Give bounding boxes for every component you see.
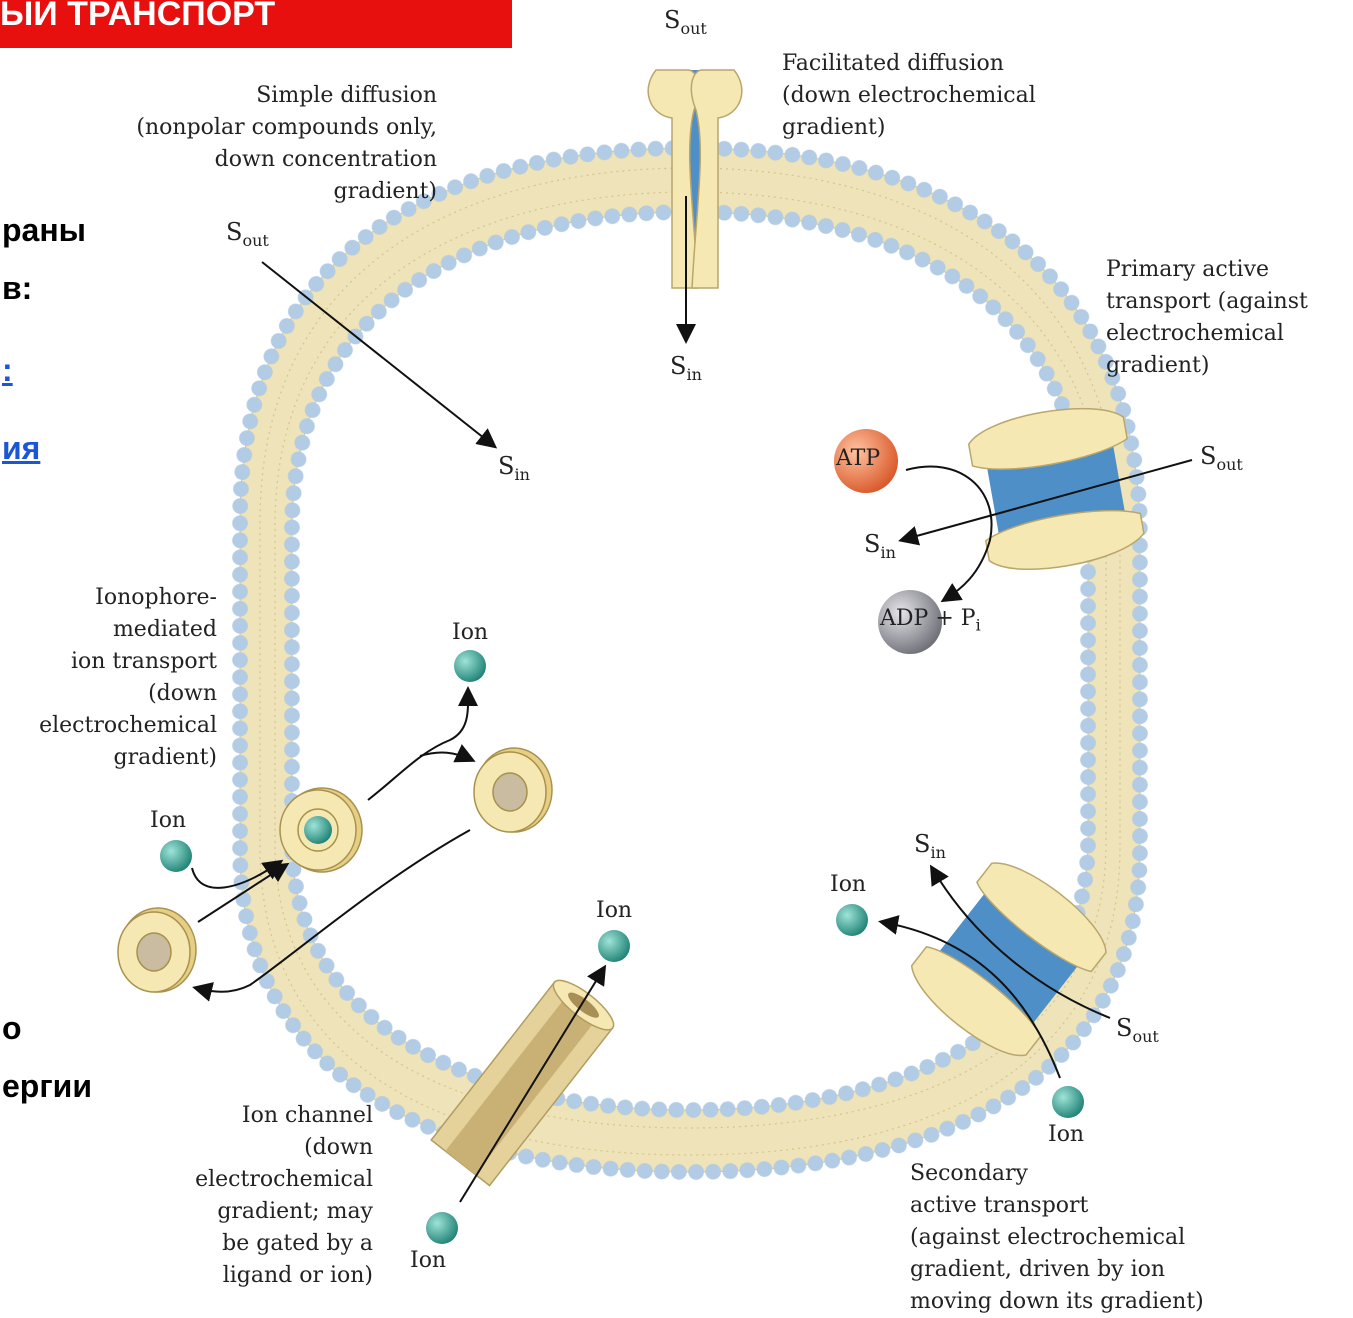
ion-icon [160, 840, 192, 872]
ion-label: Ion [1048, 1122, 1084, 1147]
simple-s-out: Sout [226, 218, 269, 250]
primary-s-out: Sout [1200, 442, 1243, 474]
ion-label: Ion [830, 872, 866, 897]
ionophore-empty-outside-icon [118, 908, 196, 992]
facilitated-diffusion-label: Facilitated diffusion(down electrochemic… [782, 48, 1036, 144]
ion-icon [598, 930, 630, 962]
primary-s-in: Sin [864, 530, 896, 562]
ion-label: Ion [410, 1248, 446, 1273]
secondary-s-out: Sout [1116, 1014, 1159, 1046]
facilitated-s-out: Sout [664, 6, 707, 38]
simple-s-in: Sin [498, 452, 530, 484]
adp-label: ADP + Pi [880, 606, 981, 634]
ionophore-release-arrow [368, 690, 468, 800]
ion-icon [426, 1212, 458, 1244]
ion-in-ionophore-icon [304, 816, 332, 844]
facilitated-s-in: Sin [670, 352, 702, 384]
ion-label: Ion [452, 620, 488, 645]
ion-label: Ion [596, 898, 632, 923]
ionophore-branch-arrow [420, 753, 472, 760]
ion-icon [836, 904, 868, 936]
ionophore-label: Ionophore-mediated ion transport(down el… [39, 582, 217, 774]
ion-icon [1052, 1086, 1084, 1118]
ion-icon [454, 650, 486, 682]
atp-label: ATP [836, 446, 880, 471]
simple-diffusion-label: Simple diffusion(nonpolar compounds only… [136, 80, 437, 208]
secondary-s-in: Sin [914, 830, 946, 862]
ionophore-empty-inside-icon [474, 748, 552, 832]
ion-label: Ion [150, 808, 186, 833]
atp-hydrolysis-arrow [906, 466, 992, 600]
